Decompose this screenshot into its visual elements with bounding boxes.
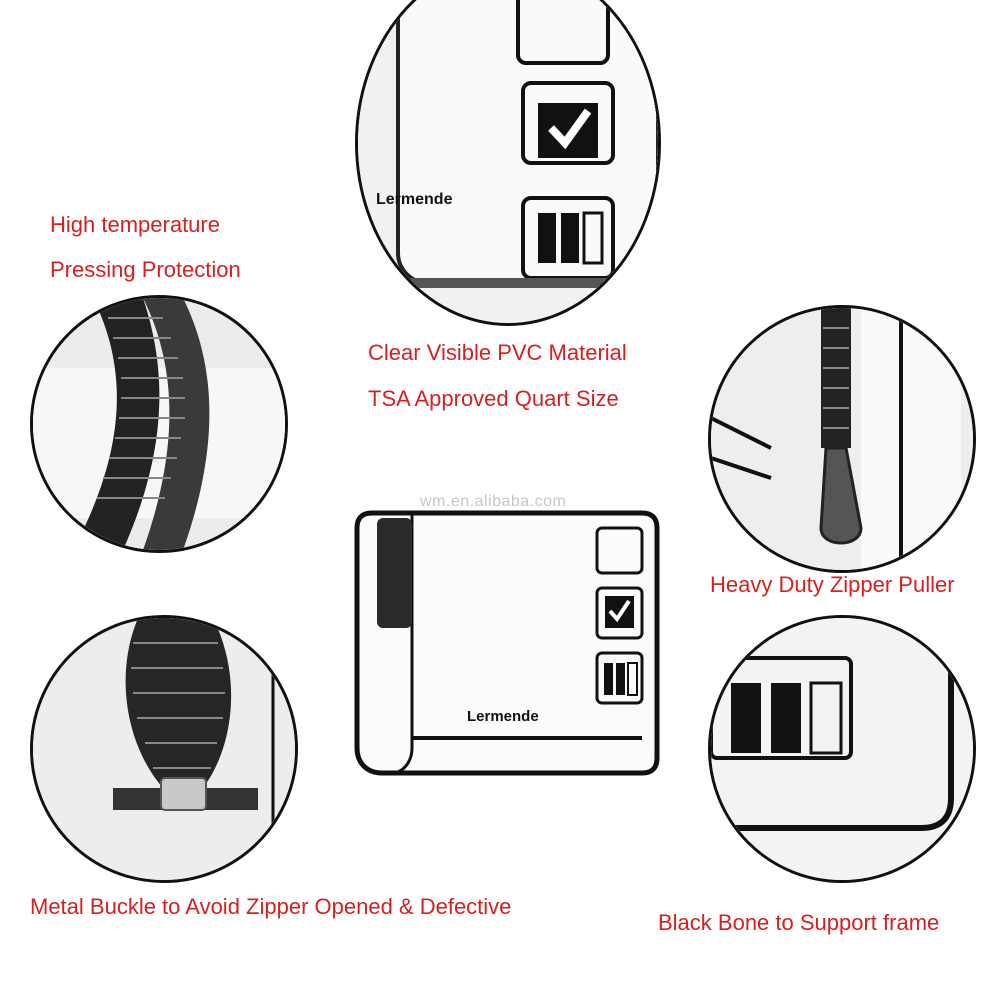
- clear-pouch-image: [354, 510, 660, 776]
- metal-buckle-image: [33, 618, 295, 880]
- caption-black-bone: Black Bone to Support frame: [658, 910, 940, 935]
- clear-pouch-product: Lermende: [352, 488, 662, 778]
- watermark: wm.en.alibaba.com: [420, 493, 567, 510]
- pvc-closeup-circle: Lermende: [355, 0, 661, 326]
- zipper-pressing-image: [33, 298, 285, 550]
- caption-high-temp-1: High temperature: [50, 212, 220, 237]
- caption-pvc-2: TSA Approved Quart Size: [368, 386, 619, 411]
- caption-high-temp-2: Pressing Protection: [50, 257, 241, 282]
- caption-pvc-1: Clear Visible PVC Material: [368, 340, 627, 365]
- caption-zipper-puller: Heavy Duty Zipper Puller: [710, 572, 955, 597]
- black-bone-circle: [708, 615, 976, 883]
- caption-metal-buckle: Metal Buckle to Avoid Zipper Opened & De…: [30, 894, 512, 919]
- pressing-closeup-circle: [30, 295, 288, 553]
- brand-label-closeup: Lermende: [376, 191, 453, 208]
- zipper-puller-image: [711, 308, 973, 570]
- brand-label-product: Lermende: [467, 708, 539, 725]
- metal-buckle-circle: [30, 615, 298, 883]
- black-bone-image: [711, 618, 973, 880]
- pvc-closeup-image: [358, 0, 658, 323]
- zipper-puller-circle: [708, 305, 976, 573]
